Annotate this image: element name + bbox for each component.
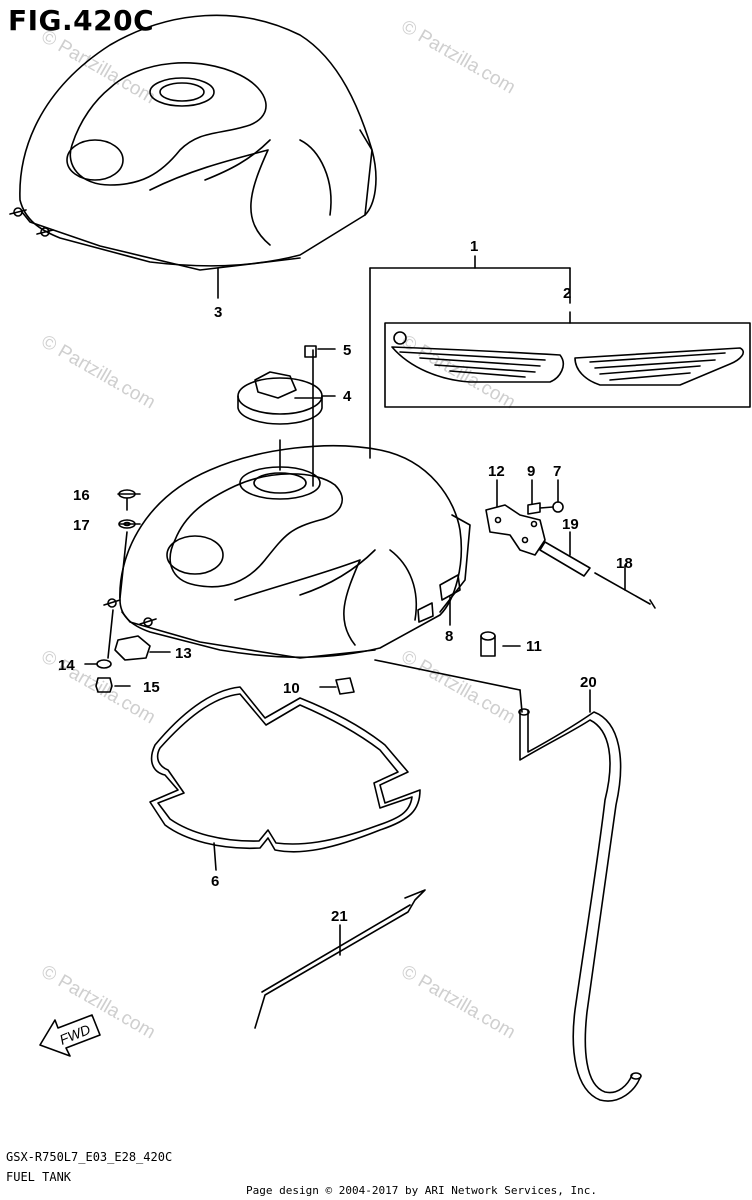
- tank-cover-3: [9, 14, 377, 299]
- callout-8[interactable]: 8: [445, 628, 453, 645]
- knee-pads-2: [391, 331, 745, 386]
- callout-11[interactable]: 11: [526, 638, 542, 655]
- callout-14[interactable]: 14: [58, 657, 75, 674]
- cushion-14: [96, 659, 112, 669]
- callout-12[interactable]: 12: [488, 463, 505, 480]
- fwd-arrow: [39, 1014, 101, 1057]
- callouts: 1 2 3 4 5 6 7 8 9 10 11 12 13 14 15 16 1…: [58, 238, 633, 925]
- callout-6[interactable]: 6: [211, 873, 219, 890]
- bracket-13: [107, 609, 151, 661]
- fuel-cap-4: [237, 345, 323, 425]
- callout-13[interactable]: 13: [175, 645, 192, 662]
- cushion-10: [335, 677, 355, 695]
- callout-bracket-1-2: [369, 255, 751, 449]
- callout-16[interactable]: 16: [73, 487, 90, 504]
- washer-17: [118, 519, 136, 599]
- diagram-name: FUEL TANK: [6, 1170, 72, 1184]
- callout-20[interactable]: 20: [580, 674, 597, 691]
- copyright-notice: Page design © 2004-2017 by ARI Network S…: [246, 1184, 597, 1197]
- watermark: © Partzilla.com: [398, 961, 519, 1043]
- sleeve-19: [539, 541, 591, 577]
- callout-4[interactable]: 4: [343, 388, 352, 405]
- callout-2[interactable]: 2: [563, 285, 571, 302]
- callout-5[interactable]: 5: [343, 342, 351, 359]
- rod-21: [254, 889, 426, 1029]
- callout-18[interactable]: 18: [616, 555, 633, 572]
- damper-11: [480, 631, 496, 657]
- seal-6: [149, 686, 421, 871]
- callout-21[interactable]: 21: [331, 908, 348, 925]
- watermark: © Partzilla.com: [38, 331, 159, 413]
- fuel-tank: [103, 417, 523, 713]
- model-code: GSX-R750L7_E03_E28_420C: [6, 1150, 173, 1164]
- bolt-7: [539, 501, 564, 513]
- figure-title: FIG.420C: [8, 4, 155, 37]
- bracket-12: [485, 504, 546, 556]
- callout-1[interactable]: 1: [470, 238, 478, 255]
- callout-9[interactable]: 9: [527, 463, 535, 480]
- watermark: © Partzilla.com: [398, 646, 519, 728]
- leader-lines: [84, 348, 626, 688]
- callout-15[interactable]: 15: [143, 679, 160, 696]
- hose-20: [518, 689, 642, 1102]
- bolt-9: [527, 502, 541, 515]
- watermarks: © Partzilla.com © Partzilla.com © Partzi…: [38, 16, 519, 1043]
- callout-10[interactable]: 10: [283, 680, 300, 697]
- bolt-18: [594, 572, 656, 609]
- callout-7[interactable]: 7: [553, 463, 561, 480]
- watermark: © Partzilla.com: [38, 26, 159, 108]
- callout-3[interactable]: 3: [214, 304, 222, 321]
- nut-15: [95, 677, 113, 693]
- bolt-16: [118, 489, 136, 511]
- callout-17[interactable]: 17: [73, 517, 90, 534]
- callout-19[interactable]: 19: [562, 516, 579, 533]
- watermark: © Partzilla.com: [398, 16, 519, 98]
